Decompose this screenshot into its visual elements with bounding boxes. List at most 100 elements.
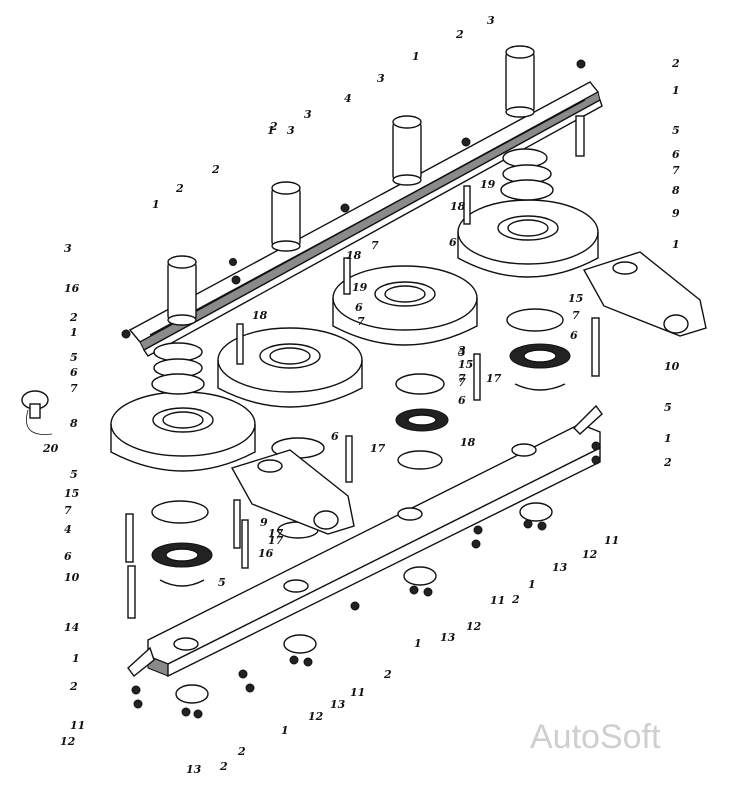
callout-label: 5 — [458, 346, 466, 359]
callout-label: 6 — [449, 236, 457, 249]
callout-label: 1 — [152, 198, 160, 211]
callout-label: 5 — [70, 351, 78, 364]
callout-label: 7 — [572, 309, 580, 322]
callout-label: 12 — [60, 735, 76, 748]
callout-label: 16 — [64, 282, 80, 295]
callout-label: 3 — [287, 124, 295, 137]
spindle-cap-3 — [392, 115, 422, 186]
studs — [125, 115, 600, 619]
callout-label: 3 — [304, 108, 312, 121]
callout-label: 17 — [370, 442, 386, 455]
callout-label: 7 — [357, 315, 365, 328]
callout-label: 1 — [72, 652, 80, 665]
callout-label: 15 — [64, 487, 79, 500]
callout-label: 7 — [371, 239, 379, 252]
callout-label: 4 — [64, 523, 72, 536]
spindle-cap-1 — [167, 255, 197, 326]
spindle-cap-2 — [271, 181, 301, 252]
bracket-right — [582, 251, 707, 337]
callout-label: 13 — [186, 763, 202, 776]
callout-label: 2 — [219, 760, 228, 773]
callout-label: 6 — [70, 366, 78, 379]
callout-label: 3 — [458, 344, 466, 357]
callout-label: 8 — [672, 184, 680, 197]
callout-label: 11 — [490, 594, 505, 607]
callout-label: 1 — [414, 637, 422, 650]
callout-label: 13 — [440, 631, 456, 644]
callout-label: 5 — [672, 124, 680, 137]
callout-label: 17 — [486, 372, 502, 385]
beam-fasteners — [121, 59, 586, 339]
bearing-stack-left — [151, 342, 213, 587]
callout-label: 11 — [604, 534, 619, 547]
callout-label: 6 — [355, 301, 363, 314]
callout-label: 7 — [672, 164, 680, 177]
callout-label: 15 — [568, 292, 583, 305]
callout-label: 7 — [458, 372, 466, 385]
bolt-20 — [21, 390, 53, 435]
callout-label: 3 — [377, 72, 385, 85]
bearing-stack-middle — [271, 373, 449, 539]
lower-beam — [127, 404, 603, 678]
disc-rotor-1 — [110, 391, 256, 472]
bearing-stack-right — [500, 148, 571, 391]
callout-label: 17 — [268, 534, 284, 547]
callout-label: 6 — [331, 430, 339, 443]
callout-label: 2 — [69, 680, 78, 693]
callout-label: 7 — [64, 504, 72, 517]
callout-label: 10 — [664, 360, 680, 373]
callout-label: 13 — [552, 561, 568, 574]
callout-label: 15 — [458, 358, 473, 371]
callout-label: 3 — [64, 242, 72, 255]
callout-label: 19 — [480, 178, 496, 191]
disc-rotor-2 — [217, 327, 363, 408]
callout-label: 2 — [211, 163, 220, 176]
callout-label: 7 — [70, 382, 78, 395]
callout-label: 2 — [663, 456, 672, 469]
callout-label: 16 — [258, 547, 274, 560]
callout-label: 2 — [671, 57, 680, 70]
callout-label: 18 — [460, 436, 476, 449]
watermark: AutoSoft — [530, 718, 661, 756]
callout-label: 11 — [350, 686, 365, 699]
callout-label: 6 — [672, 148, 680, 161]
callout-label: 1 — [672, 238, 680, 251]
callout-label: 1 — [528, 578, 536, 591]
disc-rotor-4 — [457, 199, 599, 278]
callout-label: 2 — [511, 593, 520, 606]
callout-label: 2 — [383, 668, 392, 681]
callout-label: 17 — [268, 527, 284, 540]
lower-feet — [131, 441, 601, 719]
callout-label: 13 — [330, 698, 346, 711]
callout-label: 2 — [269, 120, 278, 133]
callout-label: 7 — [458, 376, 466, 389]
callout-label: 5 — [70, 468, 78, 481]
spindle-cap-4 — [505, 45, 535, 118]
callout-label: 3 — [487, 14, 495, 27]
disc-rotor-3 — [332, 265, 478, 346]
callout-label: 6 — [570, 329, 578, 342]
callout-label: 6 — [64, 550, 72, 563]
callout-label: 1 — [412, 50, 420, 63]
callout-label: 11 — [70, 719, 85, 732]
callout-label: 18 — [450, 200, 466, 213]
bracket-left — [230, 449, 355, 535]
callout-label: 4 — [344, 92, 352, 105]
callout-label: 1 — [70, 326, 78, 339]
upper-beam — [128, 81, 603, 357]
callout-label: 12 — [582, 548, 598, 561]
callout-label: 9 — [260, 516, 268, 529]
callout-label: 5 — [664, 401, 672, 414]
callout-label: 1 — [267, 124, 275, 137]
callout-label: 9 — [672, 207, 680, 220]
callout-label: 1 — [281, 724, 289, 737]
callout-label: 19 — [352, 281, 368, 294]
callout-label: 8 — [70, 417, 78, 430]
callout-label: 18 — [252, 309, 268, 322]
callout-label: 10 — [64, 571, 80, 584]
callout-label: 1 — [672, 84, 680, 97]
callout-label: 14 — [64, 621, 79, 634]
callout-label: 1 — [664, 432, 672, 445]
